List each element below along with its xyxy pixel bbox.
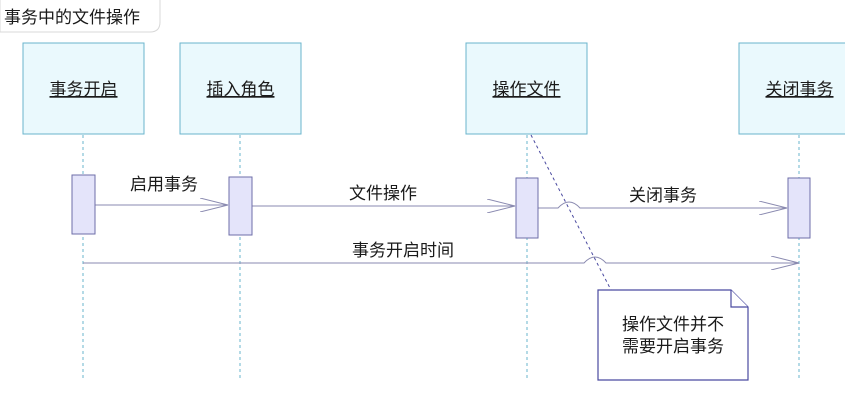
- activation-insert: [228, 176, 253, 236]
- note[interactable]: 操作文件并不 需要开启事务: [597, 289, 749, 381]
- lifeline-close[interactable]: 关闭事务: [738, 42, 845, 135]
- lifeline-file[interactable]: 操作文件: [465, 42, 588, 135]
- note-connector: [530, 134, 612, 291]
- lifeline-label-close: 关闭事务: [766, 80, 834, 100]
- message-transaction-duration[interactable]: 事务开启时间: [83, 241, 799, 263]
- activation-file: [515, 177, 539, 239]
- lifeline-start[interactable]: 事务开启: [22, 42, 145, 135]
- message-label-file-operation: 文件操作: [349, 184, 417, 204]
- message-file-operation[interactable]: 文件操作: [251, 184, 515, 206]
- note-line-2: 需要开启事务: [622, 337, 724, 357]
- activation-start: [71, 174, 96, 235]
- lifeline-label-file: 操作文件: [493, 80, 561, 100]
- message-label-transaction-duration: 事务开启时间: [352, 241, 454, 261]
- note-line-1: 操作文件并不: [622, 315, 724, 335]
- message-label-start-transaction: 启用事务: [130, 175, 198, 195]
- lifeline-label-start: 事务开启: [50, 80, 118, 100]
- activation-close: [787, 177, 811, 239]
- message-close-transaction[interactable]: 关闭事务: [538, 186, 787, 208]
- message-label-close-transaction: 关闭事务: [629, 186, 697, 206]
- message-start-transaction[interactable]: 启用事务: [95, 175, 228, 205]
- lifeline-insert[interactable]: 插入角色: [179, 42, 302, 135]
- diagram-title-tab: 事务中的文件操作: [0, 0, 161, 33]
- diagram-title: 事务中的文件操作: [4, 8, 140, 28]
- lifeline-label-insert: 插入角色: [207, 80, 275, 100]
